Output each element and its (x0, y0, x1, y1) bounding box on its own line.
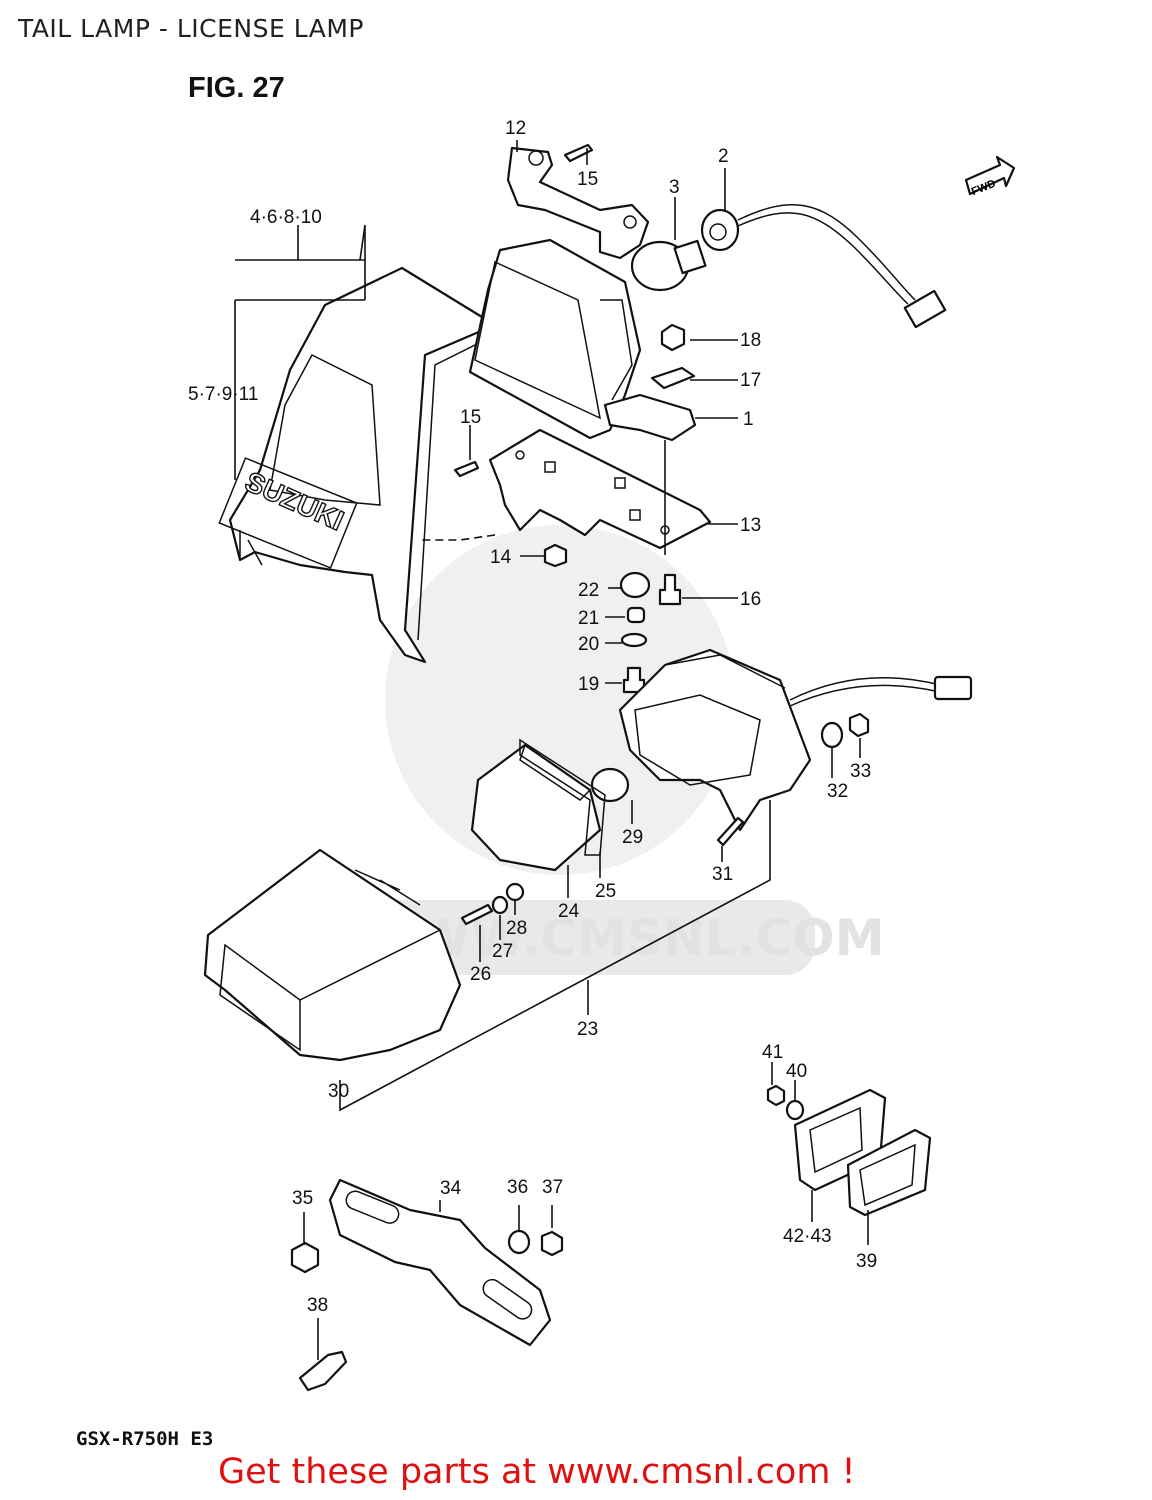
part-label: 24 (558, 901, 580, 922)
part-label: 30 (328, 1081, 349, 1102)
part-label: 33 (850, 761, 871, 782)
part-label: 37 (542, 1177, 563, 1198)
part-label: 13 (740, 515, 761, 536)
part-label: 3 (669, 177, 680, 198)
tail-lamp-housing (468, 238, 697, 442)
part-label: 20 (578, 634, 599, 655)
part-label: 42·43 (783, 1226, 832, 1247)
nut-18 (660, 323, 686, 352)
part-label: 28 (506, 918, 527, 939)
part-label: 29 (622, 827, 643, 848)
screw-15-top (563, 143, 594, 163)
part-label: 14 (490, 547, 512, 568)
leader-lines (234, 140, 869, 1360)
part-label: 40 (786, 1061, 807, 1082)
nut-28 (505, 882, 525, 902)
part-number-labels: 1 2 3 4·6·8·10 5·7·9·11 12 13 14 15 15 1… (188, 118, 877, 1316)
page-title: TAIL LAMP - LICENSE LAMP (18, 14, 364, 43)
part-label: 27 (492, 941, 513, 962)
part-label: 31 (712, 864, 733, 885)
part-label: 25 (595, 881, 616, 902)
part-label: 12 (505, 118, 526, 139)
plate-17 (650, 366, 696, 390)
part-label: 4·6·8·10 (250, 207, 322, 228)
part-label: 5·7·9·11 (188, 384, 258, 405)
part-label: 39 (856, 1251, 877, 1272)
screw-31 (716, 816, 745, 847)
license-lamp (793, 1088, 932, 1217)
part-label: 21 (578, 608, 599, 629)
tail-lamp-base (618, 648, 973, 832)
socket-2 (700, 204, 947, 329)
washer-36 (507, 1229, 531, 1255)
gasket-25 (519, 738, 606, 856)
part-label: 38 (307, 1295, 328, 1316)
part-label: 22 (578, 580, 599, 601)
part-label: 18 (740, 330, 761, 351)
nut-14 (543, 543, 568, 568)
part-label: 15 (577, 169, 598, 190)
screw-15-mid (453, 460, 480, 478)
part-label: 26 (470, 964, 491, 985)
washer-27 (491, 895, 509, 915)
part-label: 34 (440, 1178, 462, 1199)
nut-41 (766, 1084, 786, 1107)
figure-number: FIG. 27 (188, 72, 285, 104)
washer-32 (820, 721, 844, 749)
promo-link[interactable]: Get these parts at www.cmsnl.com ! (218, 1452, 856, 1492)
part-label: 2 (718, 146, 729, 167)
bolt-16 (658, 573, 682, 606)
nut-33 (848, 712, 870, 738)
part-label: 1 (743, 409, 754, 430)
lens-24 (470, 743, 602, 872)
bracket-12 (506, 146, 650, 260)
tail-cover-30 (203, 848, 462, 1062)
grommet-22 (619, 571, 651, 599)
forward-arrow-icon: FWD (964, 155, 1016, 198)
license-bracket-34 (328, 1178, 552, 1347)
part-label: 36 (507, 1177, 528, 1198)
model-code: GSX-R750H E3 (76, 1428, 214, 1450)
part-label: 17 (740, 370, 761, 391)
collar-21 (626, 606, 646, 624)
nut-37 (540, 1230, 564, 1257)
washer-40 (785, 1099, 805, 1121)
part-label: 35 (292, 1188, 313, 1209)
part-label: 32 (827, 781, 848, 802)
part-label: 41 (762, 1042, 783, 1063)
part-label: 16 (740, 589, 761, 610)
cushion-38 (298, 1350, 348, 1392)
part-label: 23 (577, 1019, 598, 1040)
washer-20 (620, 632, 648, 648)
bulb-3 (630, 239, 707, 292)
bolt-35 (290, 1241, 320, 1274)
bulb-29 (590, 767, 630, 803)
part-label: 15 (460, 407, 481, 428)
part-label: 19 (578, 674, 599, 695)
screw-26 (460, 903, 494, 926)
